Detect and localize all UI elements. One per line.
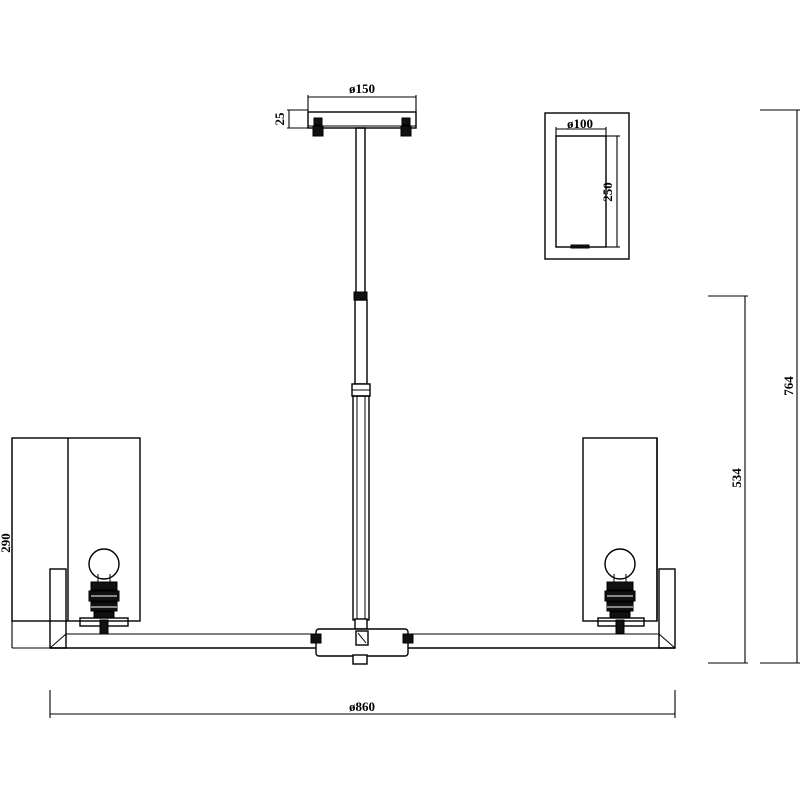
- right-socket: [597, 581, 645, 635]
- min-height-dimension: 534: [708, 295, 748, 664]
- right-lamp: [582, 437, 658, 635]
- shade-height-label: 250: [600, 182, 615, 202]
- arm-shade-height-dimension: 290: [0, 438, 50, 649]
- shade-height-dimension: 250: [600, 135, 620, 248]
- suspension-rod: [351, 127, 371, 630]
- overall-diameter-dimension: ø860: [49, 690, 676, 718]
- max-height-label: 764: [781, 376, 796, 396]
- min-height-label: 534: [729, 468, 744, 488]
- horizontal-arm: [49, 568, 676, 649]
- left-bulb: [88, 548, 120, 582]
- arm-shade-height-label: 290: [0, 533, 13, 553]
- left-socket: [79, 581, 129, 635]
- overall-diameter-label: ø860: [349, 699, 375, 714]
- left-glass-shade: [11, 437, 141, 622]
- shade-detail-inset: ø100 250: [544, 112, 630, 260]
- canopy-diameter-dimension: ø150: [307, 81, 417, 112]
- max-height-dimension: 764: [760, 109, 800, 664]
- left-lamp: [11, 437, 141, 635]
- canopy-screw-left: [312, 117, 324, 137]
- canopy-height-dimension: 25: [272, 109, 308, 129]
- right-bulb: [604, 548, 636, 582]
- shade-detail-glass: [555, 135, 607, 248]
- canopy-height-label: 25: [272, 112, 287, 126]
- canopy-diameter-label: ø150: [349, 81, 375, 96]
- ceiling-canopy: [307, 111, 417, 137]
- canopy-screw-right: [400, 117, 412, 137]
- shade-diameter-dimension: ø100: [555, 116, 607, 136]
- center-hub: [310, 628, 414, 665]
- shade-diameter-label: ø100: [567, 116, 593, 131]
